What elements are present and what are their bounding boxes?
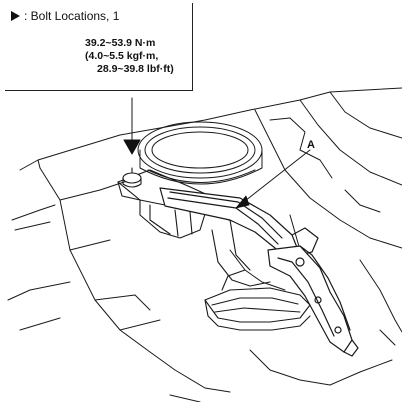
strut-bar-a	[159, 187, 359, 357]
callout-a-arrow-icon	[235, 195, 250, 209]
body-floor-outline	[7, 87, 402, 402]
legend-row: : Bolt Locations, 1	[11, 9, 119, 23]
callout-a-leader	[235, 149, 311, 209]
torque-spec-line2: (4.0~5.5 kgf·m,	[85, 50, 159, 62]
callout-label-a: A	[307, 139, 315, 151]
legend-label: : Bolt Locations, 1	[24, 9, 120, 23]
filled-triangle-arrow-icon	[11, 11, 20, 21]
lower-hook-bracket	[204, 269, 311, 331]
spare-tire-well	[137, 121, 263, 185]
bolt-leader-arrow-icon	[123, 139, 141, 155]
torque-spec-line3: 28.9~39.8 lbf·ft)	[97, 63, 174, 75]
torque-spec-line1: 39.2~53.9 N·m	[85, 37, 156, 49]
torque-spec: 39.2~53.9 N·m (4.0~5.5 kgf·m, 28.9~39.8 …	[85, 37, 174, 76]
legend-box: : Bolt Locations, 1 39.2~53.9 N·m (4.0~5…	[5, 3, 193, 91]
